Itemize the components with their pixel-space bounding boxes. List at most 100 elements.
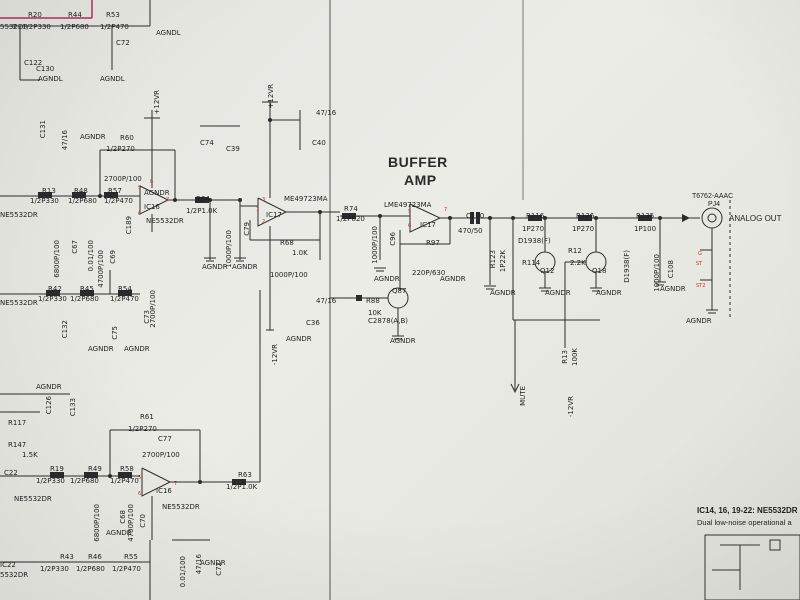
component-value-label: 6800P/100 bbox=[53, 240, 61, 278]
component-label: C40 bbox=[312, 139, 326, 147]
component-label: AGNDR bbox=[596, 289, 622, 297]
component-value-label: +12VR bbox=[267, 84, 275, 109]
component-label: AGNDR bbox=[390, 337, 416, 345]
component-label: AGNDR bbox=[80, 133, 106, 141]
component-label: 1/2P470 bbox=[112, 565, 141, 573]
component-label: 47/16 bbox=[316, 297, 337, 305]
component-label: R97 bbox=[426, 239, 440, 247]
component-label: 5532DR bbox=[0, 23, 29, 31]
component-value-label: C70 bbox=[139, 514, 147, 528]
component-label: R19 bbox=[50, 465, 64, 473]
component-value-label: 1000P/100 bbox=[371, 226, 379, 264]
component-value-label: C96 bbox=[389, 232, 397, 246]
component-label: 1/2P270 bbox=[128, 425, 157, 433]
component-label: 1P270 bbox=[522, 225, 545, 233]
component-label: 1/2P330 bbox=[40, 565, 69, 573]
component-label: LME49723MA bbox=[384, 201, 432, 209]
component-value-label: 47/16 bbox=[61, 130, 69, 151]
component-label: Q12 bbox=[540, 267, 555, 275]
component-label: R45 bbox=[80, 285, 94, 293]
ic-note-subtitle: Dual low-noise operational a bbox=[697, 518, 792, 527]
component-label: C130 bbox=[36, 65, 55, 73]
component-value-label: R13 bbox=[561, 350, 569, 364]
component-label: R135 bbox=[636, 212, 655, 220]
component-label: R116 bbox=[526, 212, 545, 220]
component-label: 1.0K bbox=[292, 249, 308, 257]
component-label: AGNDR bbox=[660, 285, 686, 293]
component-label: R54 bbox=[118, 285, 132, 293]
component-label: C74 bbox=[200, 139, 214, 147]
component-label: R42 bbox=[48, 285, 62, 293]
component-label: C77 bbox=[158, 435, 172, 443]
component-label: IC17 bbox=[266, 211, 282, 219]
component-label: 1P270 bbox=[572, 225, 595, 233]
component-value-label: C79 bbox=[243, 222, 251, 236]
section-title-line1: BUFFER bbox=[388, 154, 448, 170]
component-label: R60 bbox=[120, 134, 134, 142]
pin-number: G bbox=[698, 251, 702, 257]
component-label: R147 bbox=[8, 441, 27, 449]
component-value-label: 47/16 bbox=[195, 554, 203, 575]
component-label: 1/2P680 bbox=[60, 23, 89, 31]
component-label: D1938(F) bbox=[518, 237, 551, 245]
component-value-label: C108 bbox=[667, 260, 675, 279]
component-value-label: 0.01/100 bbox=[87, 240, 95, 272]
component-value-label: C133 bbox=[69, 398, 77, 417]
component-label: R48 bbox=[74, 187, 88, 195]
component-label: AGNDR bbox=[286, 335, 312, 343]
component-value-label: C72 bbox=[215, 562, 223, 576]
component-label: AGNDR bbox=[202, 263, 228, 271]
section-title-line2: AMP bbox=[404, 172, 437, 188]
pin-number: 1 bbox=[256, 207, 260, 213]
component-label: 1/2P1.0K bbox=[226, 483, 258, 491]
component-label: 2700P/100 bbox=[142, 451, 180, 459]
component-value-label: 100K bbox=[571, 348, 579, 366]
component-value-label: 0.01/100 bbox=[179, 556, 187, 588]
pin-number: 6 bbox=[138, 491, 142, 497]
component-label: R57 bbox=[108, 187, 122, 195]
component-label: AGNDL bbox=[38, 75, 63, 83]
component-label: R58 bbox=[120, 465, 134, 473]
component-value-label: 2700P/100 bbox=[149, 290, 157, 328]
component-label: R126 bbox=[576, 212, 595, 220]
component-label: R88 bbox=[366, 297, 380, 305]
component-value-label: 1000P/100 bbox=[225, 230, 233, 268]
component-label: R12 bbox=[568, 247, 582, 255]
component-label: R64 bbox=[196, 195, 210, 203]
component-label: AGNDR bbox=[490, 289, 516, 297]
component-label: IC17 bbox=[420, 221, 436, 229]
pin-number: 5 bbox=[138, 475, 142, 481]
component-value-label: -12VR bbox=[271, 344, 279, 366]
component-label: 1000P/100 bbox=[270, 271, 308, 279]
pin-number: 5 bbox=[408, 209, 412, 215]
component-label: AGNDR bbox=[440, 275, 466, 283]
component-label: 1.5K bbox=[22, 451, 38, 459]
component-value-label: +12VR bbox=[153, 90, 161, 115]
component-value-label: C189 bbox=[125, 216, 133, 235]
component-value-label: 4700P/100 bbox=[97, 250, 105, 288]
component-value-label: C75 bbox=[111, 326, 119, 340]
component-value-label: C73 bbox=[143, 310, 151, 324]
component-label: C39 bbox=[226, 145, 240, 153]
component-value-label: 6800P/100 bbox=[93, 504, 101, 542]
component-label: R46 bbox=[88, 553, 102, 561]
component-label: 1/2P270 bbox=[106, 145, 135, 153]
component-label: ME49723MA bbox=[284, 195, 328, 203]
component-label: NE5532DR bbox=[0, 299, 38, 307]
component-label: 1/2P680 bbox=[68, 197, 97, 205]
analog-out-label: ANALOG OUT bbox=[729, 214, 782, 223]
component-value-label: 1P22K bbox=[499, 250, 507, 273]
component-label: R74 bbox=[344, 205, 358, 213]
component-label: 220P/630 bbox=[412, 269, 446, 277]
component-label: AGNDR bbox=[124, 345, 150, 353]
component-value-label: C67 bbox=[71, 240, 79, 254]
component-label: R63 bbox=[238, 471, 252, 479]
component-label: AGNDR bbox=[88, 345, 114, 353]
pin-number: ST bbox=[696, 261, 703, 267]
component-label: C22 bbox=[4, 469, 18, 477]
component-label: NE5532DR bbox=[14, 495, 52, 503]
pin-number: 8 bbox=[150, 179, 154, 185]
ic-note-title: IC14, 16, 19-22: NE5532DR bbox=[697, 506, 798, 515]
